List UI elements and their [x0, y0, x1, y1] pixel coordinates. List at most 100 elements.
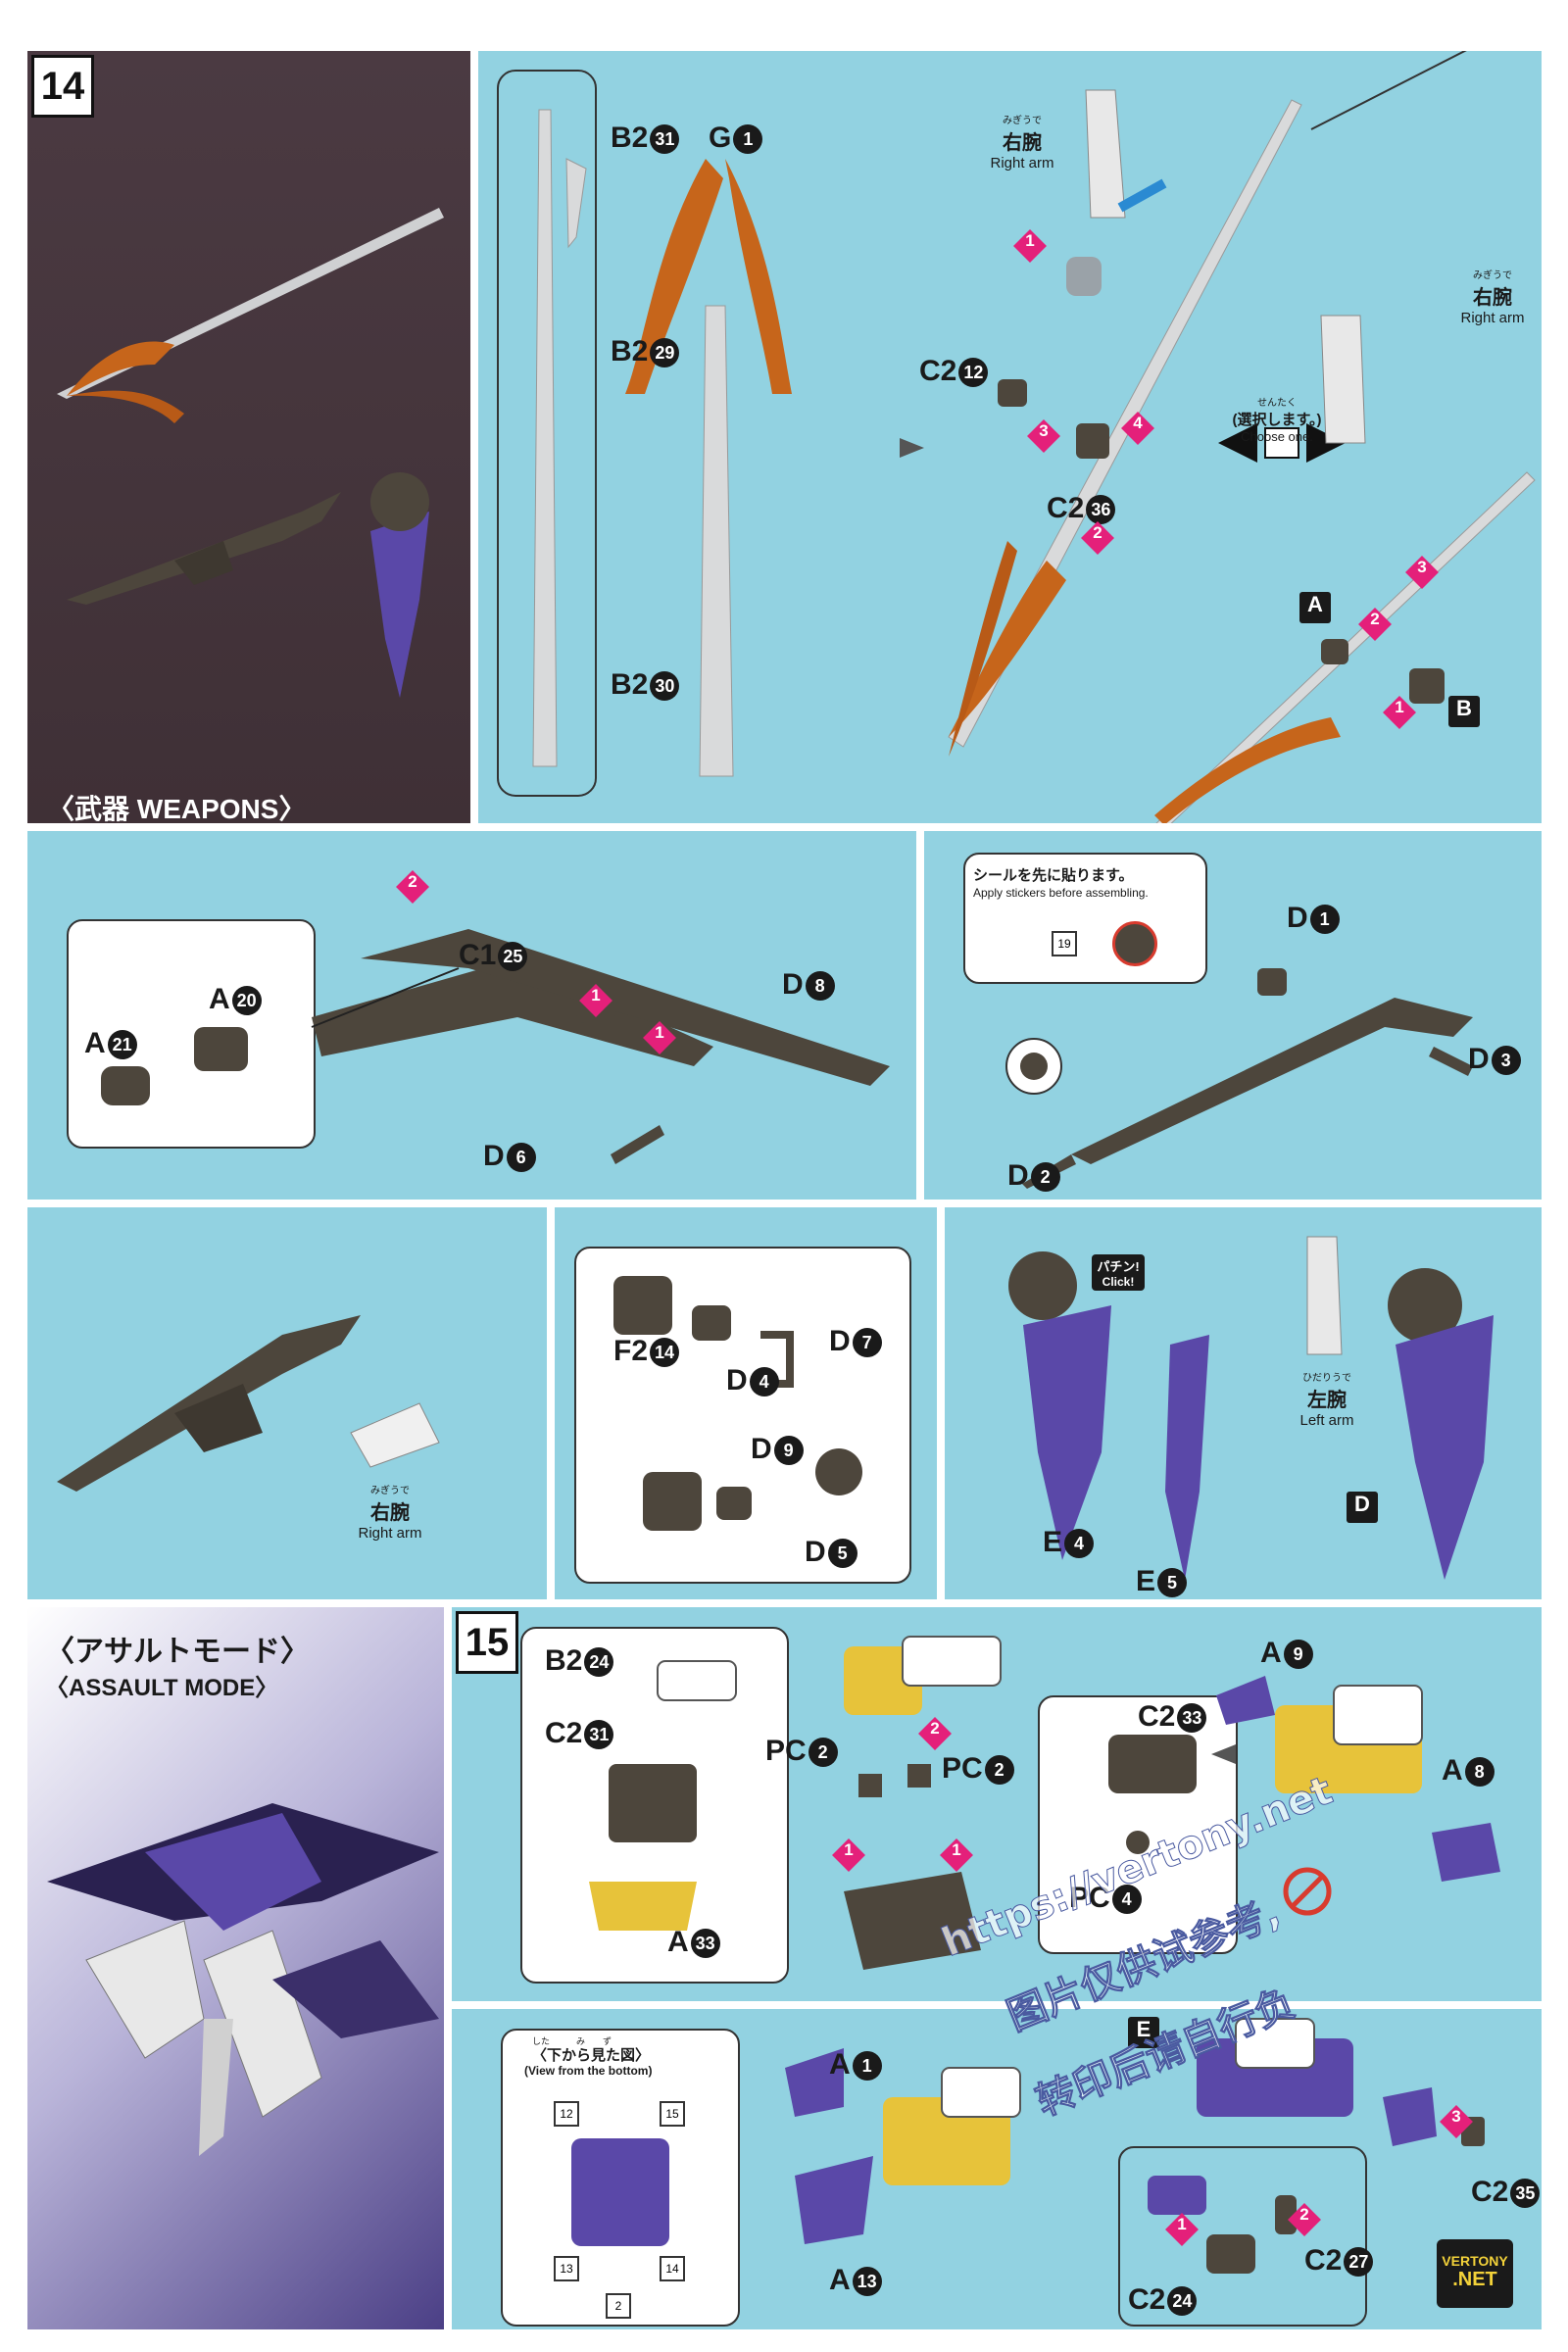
part-number: 8 [1465, 1757, 1494, 1787]
part-number: 1 [1310, 905, 1340, 934]
part-code: A [84, 1027, 106, 1059]
part-number: 30 [650, 671, 679, 701]
rifle-stickers-panel: シールを先に貼ります。 Apply stickers before assemb… [924, 831, 1542, 1200]
part-number: 1 [733, 124, 762, 154]
step-marker-2c: 2 [398, 872, 427, 902]
shield-assembly-art [945, 1207, 1542, 1599]
part-number: 27 [1344, 2247, 1373, 2277]
step-marker-1b: 1 [1385, 698, 1414, 727]
click-badge: パチン! Click! [1092, 1254, 1145, 1291]
ruby-text: みぎうで [973, 112, 1071, 126]
part-code: D [1287, 902, 1308, 934]
part-c2-36: C236 [1047, 492, 1115, 525]
en-label: Right arm [990, 155, 1054, 172]
bottom-assembly-art [452, 2009, 1542, 2329]
part-b2-30: B230 [611, 668, 679, 702]
part-number: 2 [1031, 1162, 1060, 1192]
step-marker-1g: 1 [1167, 2215, 1197, 2244]
part-number: 5 [828, 1539, 858, 1568]
part-number: 9 [1284, 1640, 1313, 1669]
ruby-text: みぎうで [1444, 267, 1542, 281]
part-code: D [829, 1325, 851, 1357]
part-code: D [805, 1536, 826, 1568]
step-15-bottom-panel: した み ず 〈下から見た図〉 (View from the bottom) 1… [452, 2009, 1542, 2329]
part-code: A [829, 2048, 851, 2081]
option-b-box: B [1448, 696, 1480, 727]
part-pc2-right: PC2 [942, 1752, 1014, 1786]
part-number: 25 [498, 942, 527, 971]
en-label: Choose one. [1241, 429, 1313, 444]
part-code: A [1260, 1637, 1282, 1669]
step-marker-1e: 1 [834, 1840, 863, 1870]
part-number: 24 [584, 1647, 613, 1677]
part-e4: E4 [1043, 1526, 1094, 1559]
part-code: A [209, 983, 230, 1015]
part-number: 5 [1157, 1568, 1187, 1597]
jp-label: (選択します。) [1203, 409, 1350, 429]
part-number: 14 [650, 1338, 679, 1367]
click-jp: パチン! [1094, 1256, 1143, 1275]
part-c2-31: C231 [545, 1717, 613, 1750]
step-marker-1c: 1 [581, 986, 611, 1015]
step-marker-3c: 3 [1442, 2107, 1471, 2136]
part-number: 9 [774, 1436, 804, 1465]
part-code: C2 [1138, 1700, 1175, 1733]
part-number: 13 [853, 2267, 882, 2296]
part-code: C2 [1128, 2283, 1165, 2316]
step-marker-1d: 1 [645, 1023, 674, 1053]
step-marker-4: 4 [1123, 414, 1152, 443]
rifle-finished-art [924, 831, 1542, 1200]
part-code: A [1442, 1754, 1463, 1787]
part-code: PC [765, 1735, 807, 1767]
part-code: D [483, 1140, 505, 1172]
part-d3: D3 [1468, 1043, 1521, 1076]
step-14-lance-panel: B231 B229 B230 G1 C212 C236 みぎうで 右腕 Righ… [478, 51, 1542, 823]
en-label: Left arm [1299, 1412, 1353, 1429]
choose-one-label: せんたく (選択します。) Choose one. [1203, 394, 1350, 444]
part-number: 21 [108, 1030, 137, 1059]
jp-label: 左腕 [1278, 1384, 1376, 1412]
jp-label: 右腕 [1444, 281, 1542, 310]
part-number: 3 [1492, 1046, 1521, 1075]
part-code: C2 [545, 1717, 582, 1749]
step-marker-3b: 3 [1407, 558, 1437, 587]
part-code: A [829, 2264, 851, 2296]
part-code: G [709, 122, 731, 154]
step-marker-1: 1 [1015, 231, 1045, 261]
part-code: D [1007, 1159, 1029, 1192]
part-code: E [1043, 1526, 1062, 1558]
jp-label: 右腕 [341, 1496, 439, 1525]
part-number: 33 [691, 1929, 720, 1958]
part-number: 1 [853, 2051, 882, 2081]
part-number: 31 [584, 1720, 613, 1749]
rifle-arm-art [27, 1207, 547, 1599]
part-number: 29 [650, 338, 679, 368]
part-number: 7 [853, 1328, 882, 1357]
part-code: E [1136, 1565, 1155, 1597]
part-number: 4 [1064, 1529, 1094, 1558]
part-number: 24 [1167, 2286, 1197, 2316]
part-code: B2 [545, 1644, 582, 1677]
part-a13: A13 [829, 2264, 882, 2297]
part-a9: A9 [1260, 1637, 1313, 1670]
ruby-text: みぎうで [341, 1482, 439, 1496]
weapons-preview-panel: 14 〈武器 WEAPONS〉 [27, 51, 470, 823]
jp-label: 右腕 [973, 126, 1071, 155]
part-code: D [782, 968, 804, 1001]
part-code: C2 [1471, 2176, 1508, 2208]
part-a21: A21 [84, 1027, 137, 1060]
part-e5: E5 [1136, 1565, 1187, 1598]
shield-grip-art [555, 1207, 937, 1599]
